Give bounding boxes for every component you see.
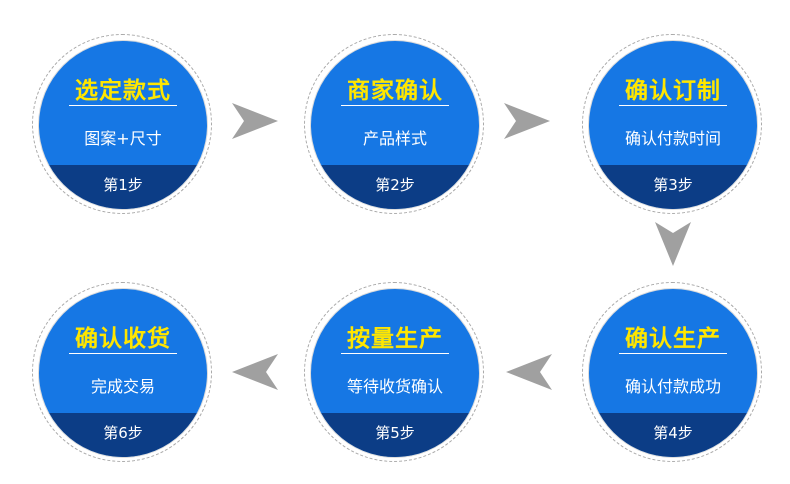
step-6-disc: 确认收货 完成交易 第6步 [39,289,207,457]
step-3-circle: 确认订制 确认付款时间 第3步 [582,34,762,214]
step-4-disc: 确认生产 确认付款成功 第4步 [589,289,757,457]
step-5-divider [341,353,449,354]
step-2-desc: 产品样式 [362,129,427,148]
step-2-label: 第2步 [375,176,415,194]
step-4-divider [619,353,727,354]
step-2-disc: 商家确认 产品样式 第2步 [311,41,479,209]
step-6-divider [69,353,177,354]
step-1-title: 选定款式 [75,78,171,104]
step-6-desc: 完成交易 [90,377,155,396]
step-6-circle: 确认收货 完成交易 第6步 [32,282,212,462]
step-5-disc: 按量生产 等待收货确认 第5步 [311,289,479,457]
step-4-title: 确认生产 [625,326,721,352]
arrow-right-icon [504,103,550,139]
step-3-disc: 确认订制 确认付款时间 第3步 [589,41,757,209]
step-2-band: 第2步 [311,165,479,209]
step-6-band: 第6步 [39,413,207,457]
step-1-circle: 选定款式 图案+尺寸 第1步 [32,34,212,214]
step-5-band: 第5步 [311,413,479,457]
step-3-title: 确认订制 [625,78,721,104]
step-1-label: 第1步 [103,176,143,194]
step-4-label: 第4步 [653,424,693,442]
step-3-desc: 确认付款时间 [624,129,721,148]
step-2-circle: 商家确认 产品样式 第2步 [304,34,484,214]
step-3-band: 第3步 [589,165,757,209]
step-4-band: 第4步 [589,413,757,457]
step-1-band: 第1步 [39,165,207,209]
step-5-title: 按量生产 [347,326,443,352]
arrow-left-icon [232,354,278,390]
step-1-disc: 选定款式 图案+尺寸 第1步 [39,41,207,209]
step-5-desc: 等待收货确认 [346,377,443,396]
step-4-desc: 确认付款成功 [624,377,721,396]
step-3-divider [619,105,727,106]
step-1-divider [69,105,177,106]
step-2-divider [341,105,449,106]
step-6-label: 第6步 [103,424,143,442]
arrow-down-icon [655,222,691,266]
step-5-label: 第5步 [375,424,415,442]
step-4-circle: 确认生产 确认付款成功 第4步 [582,282,762,462]
step-5-circle: 按量生产 等待收货确认 第5步 [304,282,484,462]
step-1-desc: 图案+尺寸 [84,129,162,148]
step-6-title: 确认收货 [75,326,171,352]
arrow-left-icon [506,354,552,390]
step-3-label: 第3步 [653,176,693,194]
arrow-right-icon [232,103,278,139]
step-2-title: 商家确认 [347,78,443,104]
